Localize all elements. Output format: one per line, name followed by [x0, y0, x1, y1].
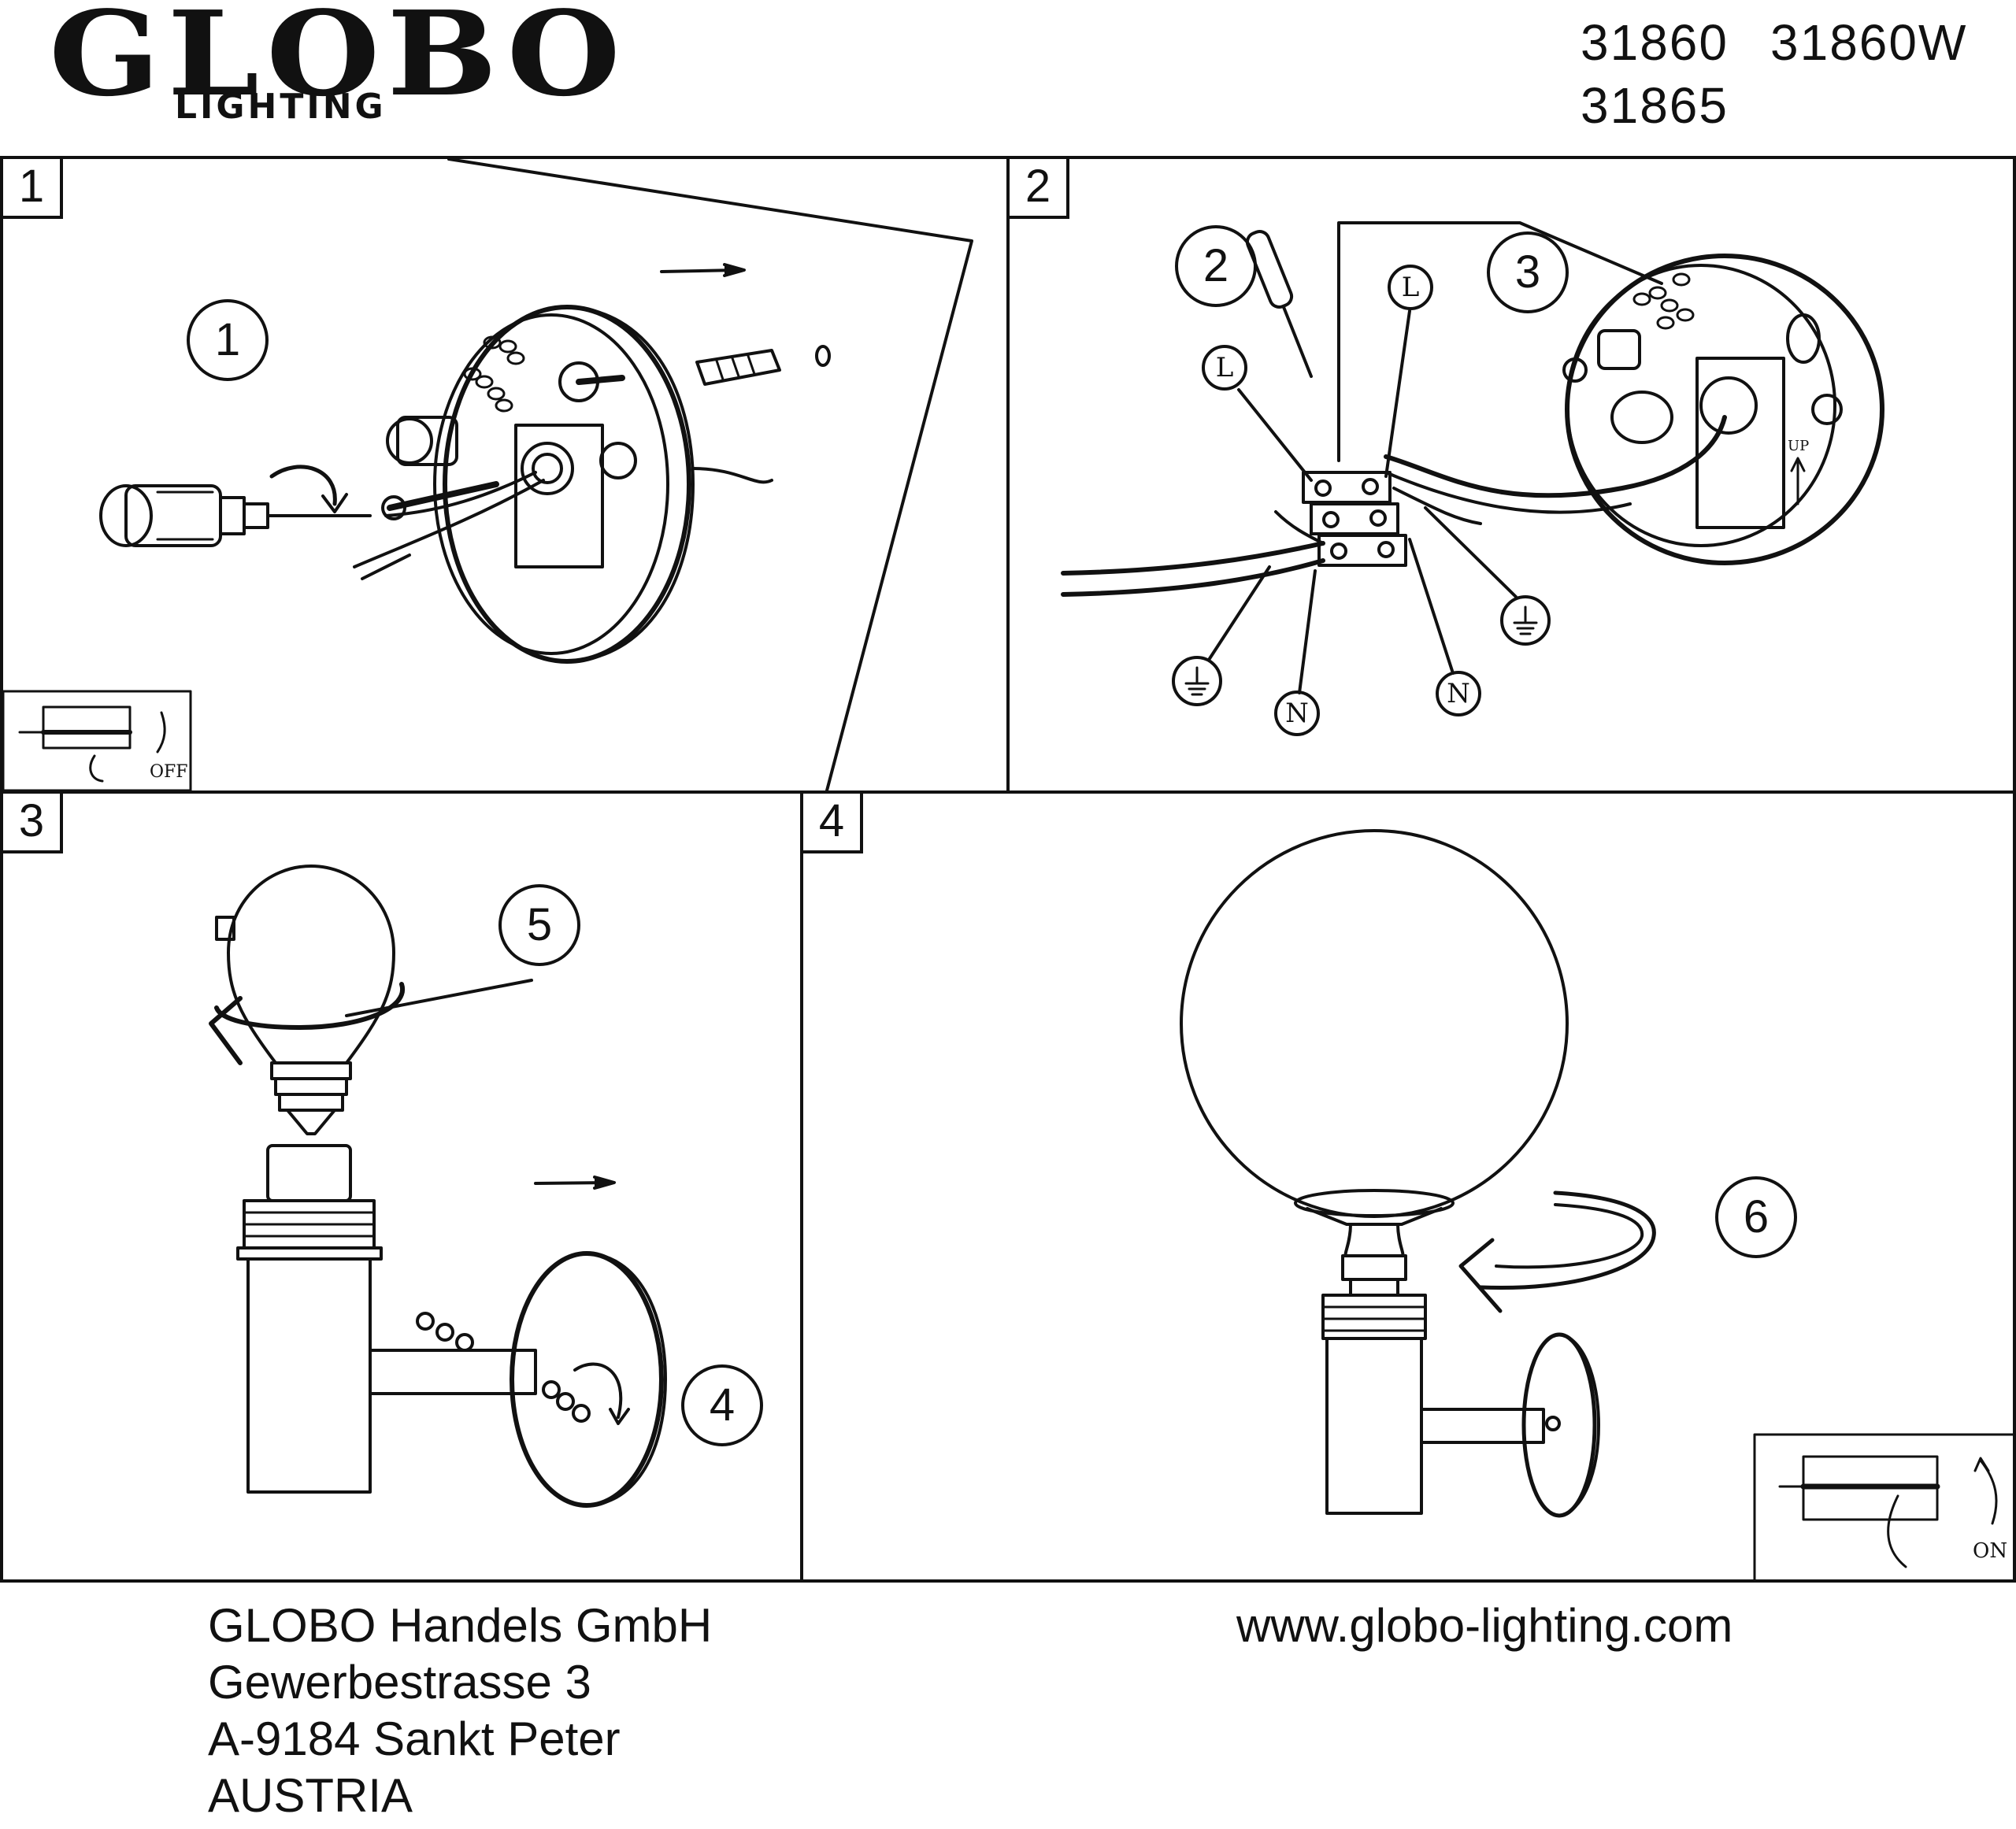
- panel-number: 2: [1010, 159, 1069, 219]
- up-label: UP: [1788, 438, 1809, 454]
- step-circle-6: 6: [1715, 1176, 1797, 1258]
- model-number-2: 31860W: [1770, 14, 1968, 71]
- brand-logo: GLOBO: [49, 0, 628, 122]
- wire-label-neutral: N: [1274, 691, 1320, 736]
- wire-leader-lines: [1207, 309, 1518, 694]
- bulb-icon: [209, 865, 533, 1135]
- company-street: Gewerbestrasse 3: [208, 1656, 591, 1709]
- wall-plug-icon: [695, 345, 831, 386]
- brand-logo-sub: LIGHTING: [175, 87, 387, 127]
- wire-label-live: L: [1388, 265, 1433, 310]
- step-circle-1: 1: [187, 299, 269, 381]
- model-number-1: 31860: [1581, 14, 1729, 71]
- breaker-off-label: OFF: [150, 762, 188, 782]
- assembled-lamp-illustration: [1180, 829, 1600, 1518]
- model-number-3: 31865: [1581, 77, 1729, 134]
- circuit-breaker-off-icon: [2, 690, 192, 792]
- lamp-body-illustration: [236, 1144, 667, 1508]
- panel-number: 3: [3, 794, 63, 853]
- panel-number: 1: [3, 159, 63, 219]
- wall-plate-illustration: [353, 157, 973, 792]
- wire-label-neutral: N: [1436, 671, 1481, 716]
- circuit-breaker-on-icon: [1753, 1433, 2016, 1583]
- step-circle-5: 5: [498, 884, 580, 966]
- rotate-arrow-icon: [1458, 1190, 1656, 1313]
- screwdriver-small-icon: [1245, 230, 1313, 378]
- wire-label-live: L: [1202, 345, 1247, 391]
- step-circle-3: 3: [1487, 231, 1569, 313]
- step-circle-2: 2: [1175, 225, 1257, 307]
- wiring-illustration: UP: [1061, 221, 1884, 597]
- company-country: AUSTRIA: [208, 1769, 413, 1822]
- arrow-icon: [534, 1176, 616, 1190]
- breaker-on-label: ON: [1973, 1539, 2008, 1563]
- ground-icon: [1172, 595, 1551, 706]
- website-link[interactable]: www.globo-lighting.com: [1236, 1599, 1733, 1652]
- panel-number: 4: [803, 794, 863, 853]
- arrow-icon: [660, 263, 746, 277]
- screw-icon: [381, 375, 625, 520]
- step-circle-4: 4: [681, 1364, 763, 1446]
- company-name: GLOBO Handels GmbH: [208, 1599, 713, 1652]
- company-city: A-9184 Sankt Peter: [208, 1712, 621, 1765]
- screwdriver-icon: [99, 465, 372, 547]
- panel-4: 4: [800, 790, 2016, 1583]
